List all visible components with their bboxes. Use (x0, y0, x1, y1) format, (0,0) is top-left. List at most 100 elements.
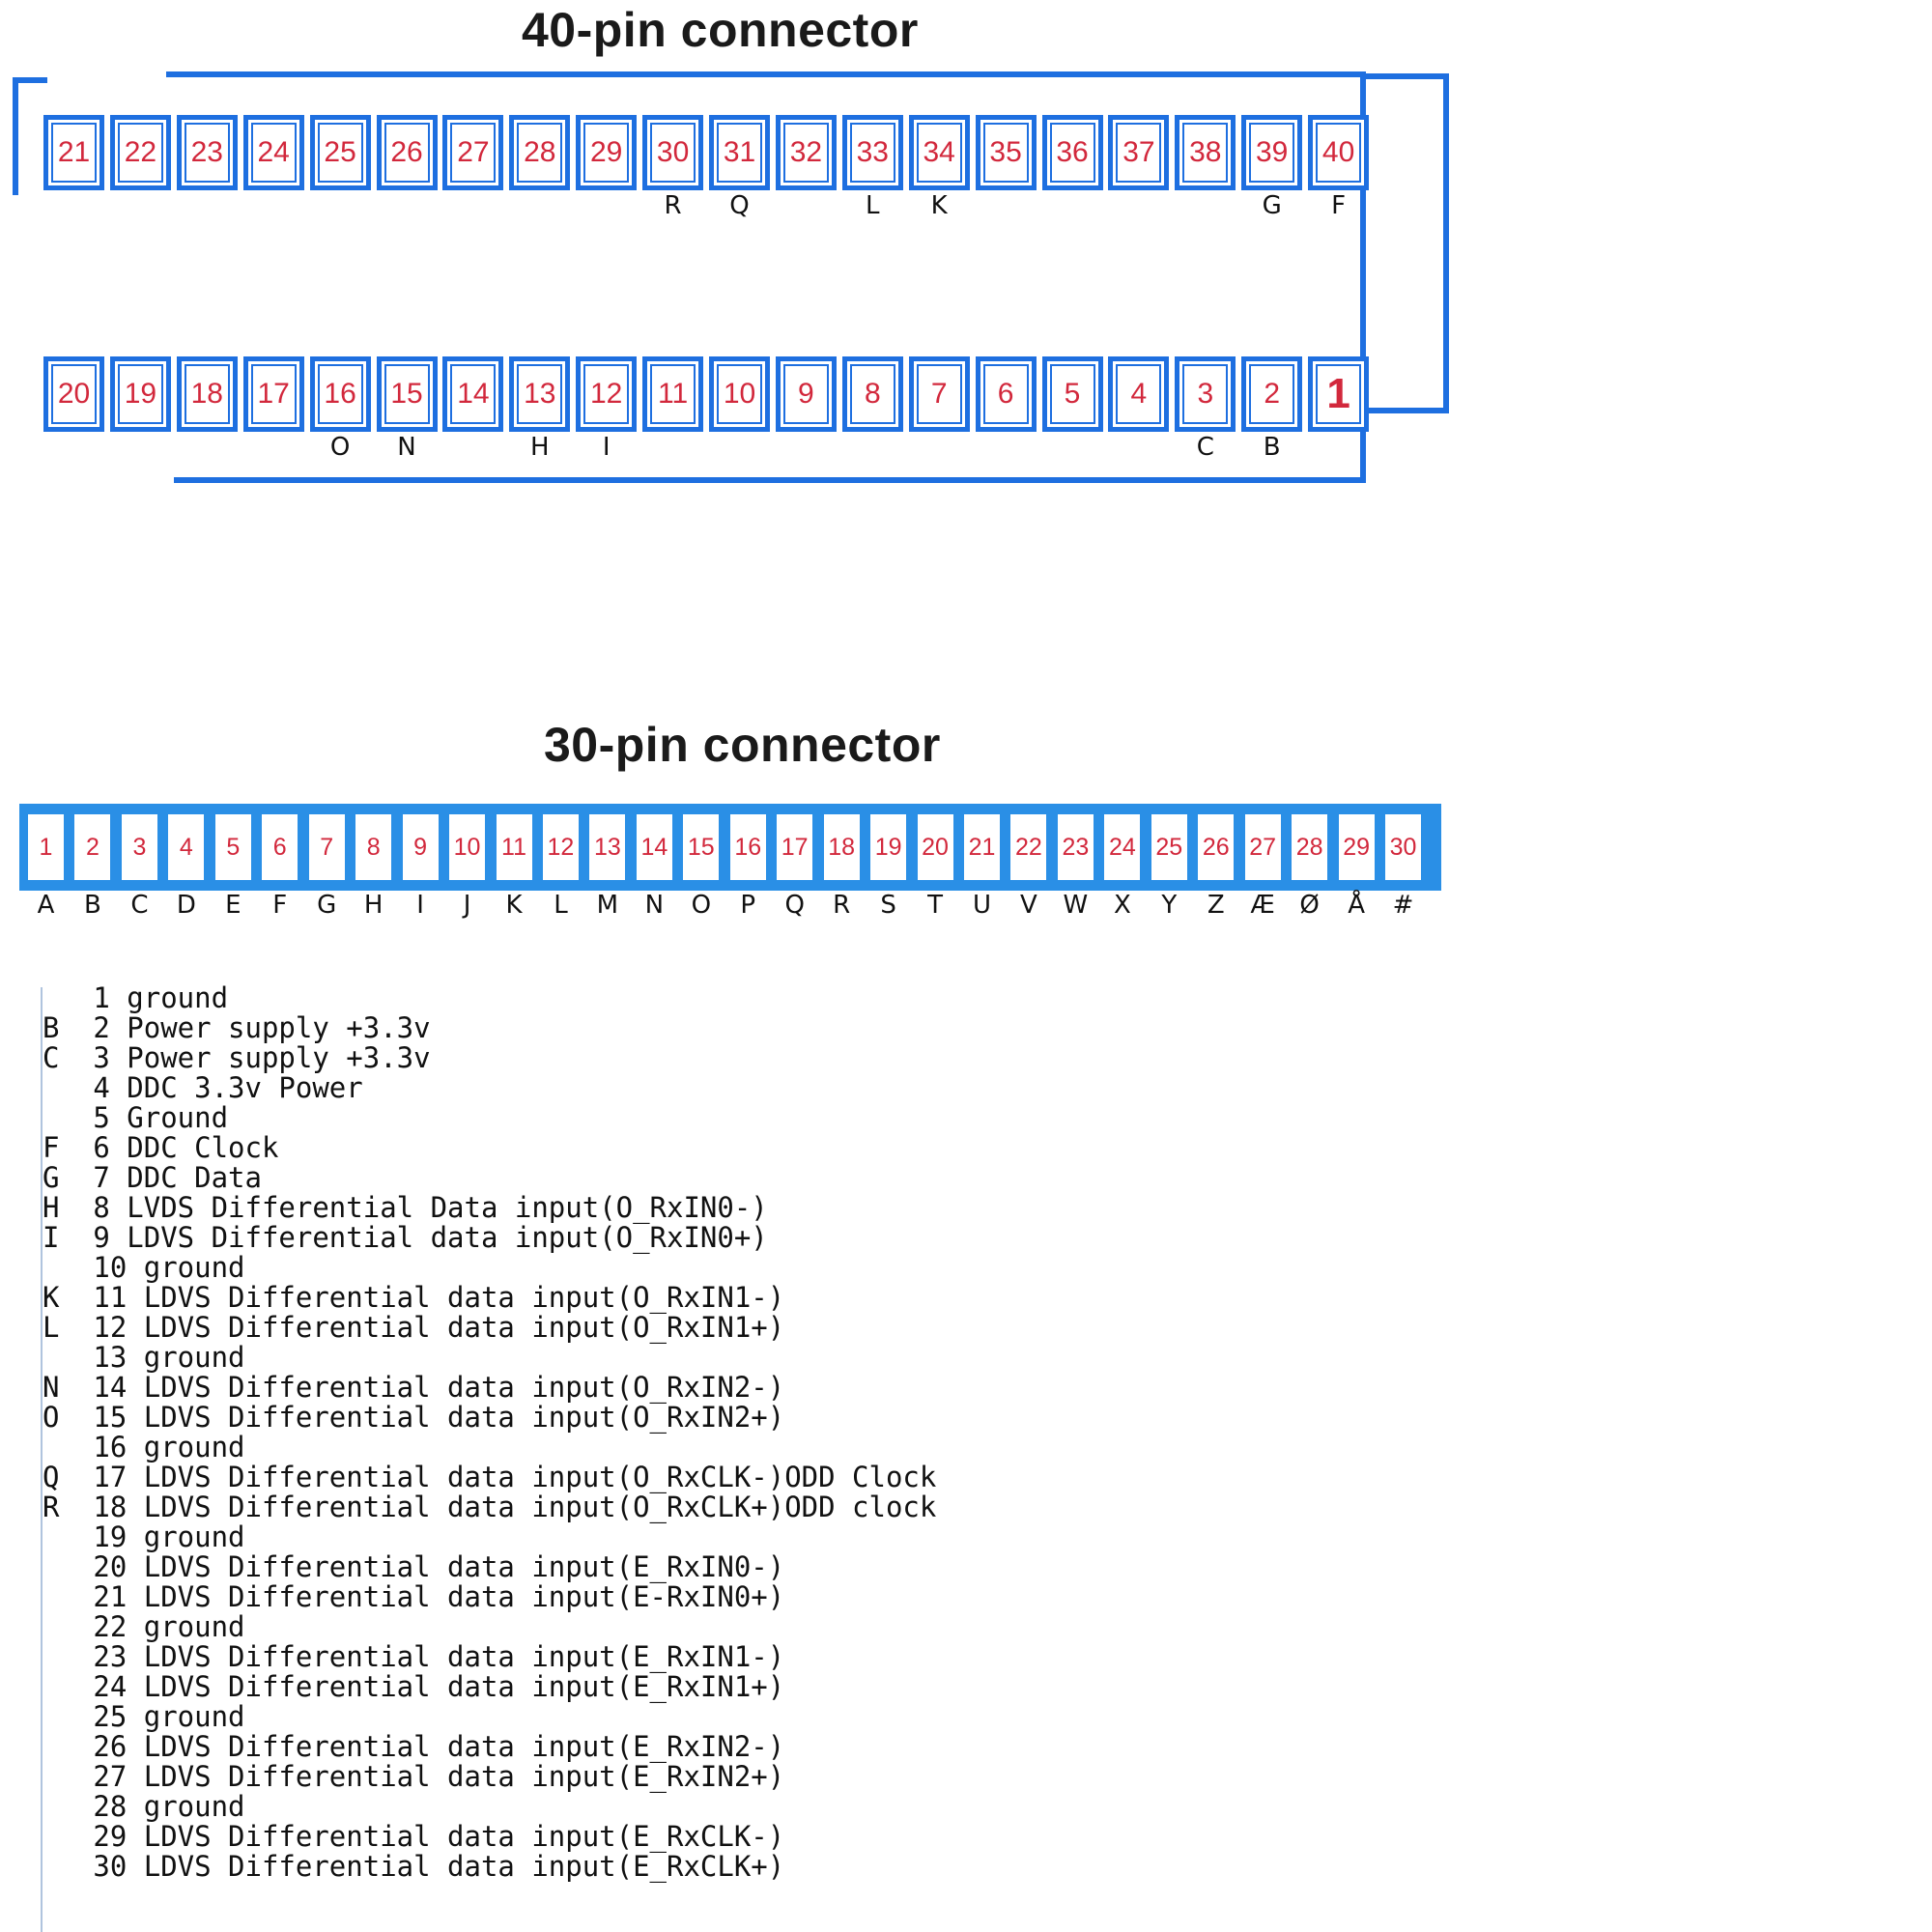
pin-40-29: 29 (576, 115, 638, 190)
pin-letter-label: Z (1207, 891, 1225, 920)
pinout-line: 22 ground (43, 1610, 245, 1643)
pin-letter-label: Æ (1250, 891, 1275, 920)
pin-30-17: 17 (773, 810, 817, 884)
pin-letter-label: X (1113, 891, 1131, 920)
pin-letter-label: A (37, 891, 55, 920)
pin-number: 25 (317, 123, 363, 183)
pinout-line: 13 ground (43, 1341, 245, 1374)
pinout-line: 5 Ground (43, 1101, 229, 1134)
frame-left-bracket-vertical (13, 77, 18, 195)
pin-40-37: 37 (1108, 115, 1170, 190)
pin-letter-label: D (176, 891, 196, 920)
pin-number: 40 (1316, 123, 1362, 183)
pinout-line: F 6 DDC Clock (43, 1131, 279, 1164)
pin-letter-label: H (530, 433, 550, 462)
pin-40-27: 27 (442, 115, 504, 190)
pin-letter-label: E (225, 891, 242, 920)
pin-number: 29 (583, 123, 630, 183)
pin-40-14: 14 (442, 356, 504, 432)
pin-40-23: 23 (176, 115, 238, 190)
pin-number: 5 (1049, 364, 1095, 424)
pin-40-9: 9 (775, 356, 837, 432)
pin-40-30: 30 (642, 115, 704, 190)
pin-letter-label: Q (729, 191, 750, 220)
pin-letter-label: L (554, 891, 568, 920)
pinout-line: L 12 LDVS Differential data input(O_RxIN… (43, 1311, 785, 1344)
pin-40-39: 39 (1241, 115, 1303, 190)
pin-number: 36 (1049, 123, 1095, 183)
pin-30-19: 19 (867, 810, 911, 884)
pin-40-19: 19 (109, 356, 171, 432)
pin-30-21: 21 (960, 810, 1004, 884)
pinout-line: 4 DDC 3.3v Power (43, 1071, 363, 1104)
pinout-line: 30 LDVS Differential data input(E_RxCLK+… (43, 1850, 785, 1883)
frame-top-edge (166, 71, 1366, 77)
pin-40-15: 15 (376, 356, 438, 432)
pin-number: 12 (583, 364, 630, 424)
pin-40-35: 35 (975, 115, 1037, 190)
pinout-line: 21 LDVS Differential data input(E-RxIN0+… (43, 1580, 785, 1613)
pin-40-12: 12 (576, 356, 638, 432)
pin-40-22: 22 (109, 115, 171, 190)
pin-30-13: 13 (585, 810, 630, 884)
pin-letter-label: C (130, 891, 149, 920)
frame-left-bracket-top (13, 77, 47, 83)
pin-40-33: 33 (841, 115, 903, 190)
connector30-title: 30-pin connector (544, 718, 941, 772)
pin-letter-label: P (740, 891, 756, 920)
pin-letter-label: B (84, 891, 101, 920)
pin-number: 7 (916, 364, 962, 424)
pin-letter-label: G (1262, 191, 1282, 220)
pin-30-6: 6 (258, 810, 302, 884)
pin-40-1: 1 (1308, 356, 1370, 432)
pin-letter-label: L (866, 191, 880, 220)
pinout-line: 10 ground (43, 1251, 245, 1284)
pin-40-38: 38 (1175, 115, 1236, 190)
pin-40-4: 4 (1108, 356, 1170, 432)
pin-number: 18 (184, 364, 230, 424)
pinout-line: Q 17 LDVS Differential data input(O_RxCL… (43, 1461, 937, 1493)
pin-40-5: 5 (1041, 356, 1103, 432)
pin-number: 9 (782, 364, 829, 424)
pin-40-25: 25 (309, 115, 371, 190)
pin-letter-label: U (972, 891, 992, 920)
pin-number: 15 (384, 364, 430, 424)
pinout-line: O 15 LDVS Differential data input(O_RxIN… (43, 1401, 785, 1434)
pin-30-1: 1 (24, 810, 68, 884)
pinout-line: 16 ground (43, 1431, 245, 1463)
pin-letter-label: N (644, 891, 665, 920)
connector40-title: 40-pin connector (522, 3, 919, 57)
pin-number: 3 (1182, 364, 1229, 424)
pin-number: 10 (717, 364, 762, 424)
pin-number: 6 (982, 364, 1029, 424)
pin-letter-label: I (602, 433, 611, 462)
text-margin-line (41, 987, 43, 1932)
pin-letter-label: F (272, 891, 288, 920)
pin-letter-label: R (664, 191, 682, 220)
pin-number: 23 (184, 123, 230, 183)
pin-30-24: 24 (1100, 810, 1145, 884)
pin-30-25: 25 (1147, 810, 1191, 884)
pin-number: 17 (250, 364, 297, 424)
pin-30-7: 7 (304, 810, 349, 884)
pin-letter-label: T (927, 891, 943, 920)
pin-30-23: 23 (1053, 810, 1097, 884)
pin-number: 34 (916, 123, 962, 183)
pin-40-40: 40 (1308, 115, 1370, 190)
pin-30-16: 16 (725, 810, 770, 884)
pinout-line: 25 ground (43, 1700, 245, 1733)
pin-number: 32 (782, 123, 829, 183)
pin-number: 26 (384, 123, 430, 183)
pinout-line: R 18 LDVS Differential data input(O_RxCL… (43, 1491, 937, 1523)
pin-30-12: 12 (538, 810, 582, 884)
pinout-line: 23 LDVS Differential data input(E_RxIN1-… (43, 1640, 785, 1673)
pinout-line: N 14 LDVS Differential data input(O_RxIN… (43, 1371, 785, 1404)
pin-letter-label: W (1063, 891, 1089, 920)
pin-30-10: 10 (445, 810, 490, 884)
pin-letter-label: B (1263, 433, 1281, 462)
pin-40-7: 7 (908, 356, 970, 432)
pin-letter-label: G (317, 891, 337, 920)
pin-30-30: 30 (1381, 810, 1426, 884)
pin-letter-label: R (833, 891, 851, 920)
pin-40-28: 28 (509, 115, 571, 190)
